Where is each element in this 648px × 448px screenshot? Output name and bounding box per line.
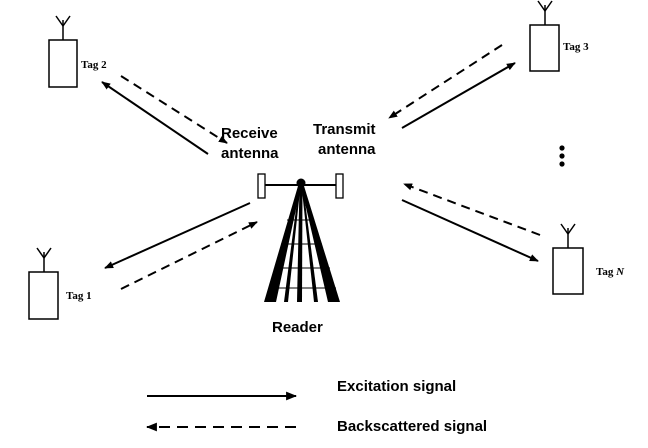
- backscatter-arrow-tag-1: [120, 221, 258, 290]
- tag-3-label: Tag 3: [563, 41, 589, 53]
- tag-1: Tag 1: [28, 247, 92, 320]
- tag-3-antenna-icon: [537, 0, 553, 25]
- receive-antenna-label-line2: antenna: [221, 145, 279, 162]
- receive-antenna-label-line1: Receive: [221, 125, 278, 142]
- excitation-arrow-tag-3: [401, 62, 516, 129]
- tag-2: Tag 2: [48, 15, 107, 88]
- receive-antenna-element: [257, 173, 266, 199]
- tag-n-antenna-icon: [560, 223, 576, 248]
- legend-excitation-label: Excitation signal: [337, 378, 456, 395]
- legend-backscatter-label: Backscattered signal: [337, 418, 487, 435]
- backscatter-arrow-tag-3: [388, 44, 503, 119]
- reader-label: Reader: [272, 319, 323, 336]
- tag-n-italic: N: [615, 266, 625, 278]
- tag-2-label: Tag 2: [81, 59, 107, 71]
- backscatter-arrow-tag-2: [120, 75, 228, 144]
- transmit-antenna-label-line2: antenna: [318, 141, 376, 158]
- tag-3: Tag 3: [529, 0, 589, 72]
- reader-tower-icon: [257, 173, 344, 302]
- legend: Excitation signal Backscattered signal: [145, 378, 487, 435]
- excitation-arrow-tag-1: [104, 202, 251, 269]
- tag-1-label: Tag 1: [66, 290, 92, 302]
- tag-n: Tag N: [552, 223, 625, 295]
- excitation-arrow-tag-2: [101, 81, 209, 155]
- tag-n-label: Tag N: [596, 266, 625, 278]
- transmit-antenna-label-line1: Transmit: [313, 121, 376, 138]
- tag-1-body: [28, 271, 59, 320]
- transmit-antenna-element: [335, 173, 344, 199]
- tag-2-body: [48, 39, 78, 88]
- more-tags-ellipsis: [559, 145, 565, 167]
- backscatter-arrow-tag-n: [403, 183, 541, 236]
- tag-n-body: [552, 247, 584, 295]
- tag-2-antenna-icon: [55, 15, 71, 40]
- excitation-arrow-tag-n: [401, 199, 539, 262]
- tag-3-body: [529, 24, 560, 72]
- tag-n-prefix: Tag: [596, 266, 616, 278]
- tag-1-antenna-icon: [36, 247, 52, 272]
